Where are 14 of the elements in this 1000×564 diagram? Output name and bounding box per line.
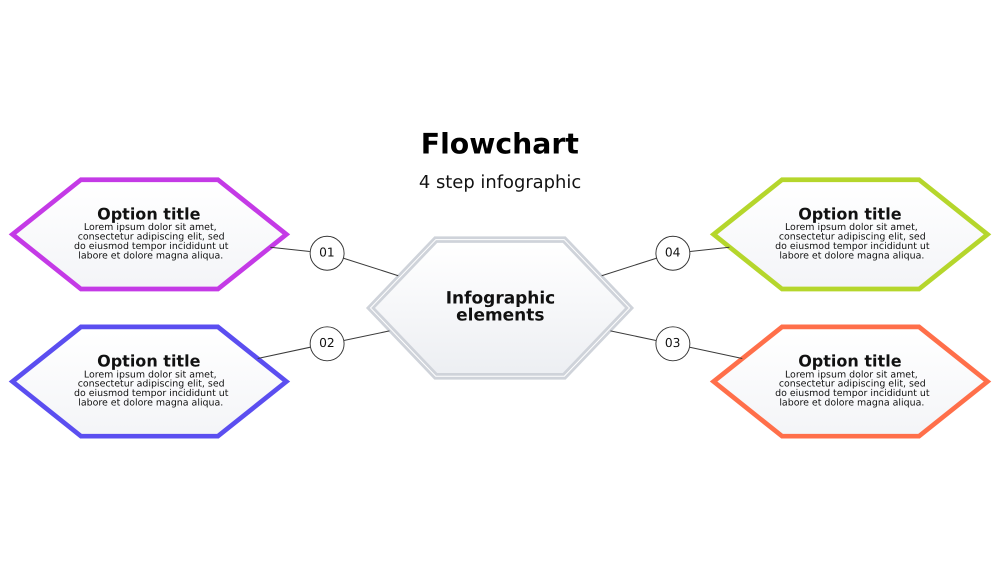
connector <box>690 346 742 359</box>
connector <box>344 330 390 341</box>
connector <box>270 246 310 252</box>
connector <box>690 246 730 252</box>
connector <box>602 258 657 276</box>
connector <box>610 330 656 341</box>
node-circle: 03 <box>655 326 690 362</box>
node-circle: 02 <box>310 326 345 362</box>
node-circle: 04 <box>655 236 690 271</box>
connector <box>343 258 398 276</box>
connector <box>258 346 310 359</box>
diagram-title: Flowchart <box>420 127 579 160</box>
label: 4 step infographic <box>418 172 582 193</box>
node-circle: 01 <box>310 236 345 271</box>
